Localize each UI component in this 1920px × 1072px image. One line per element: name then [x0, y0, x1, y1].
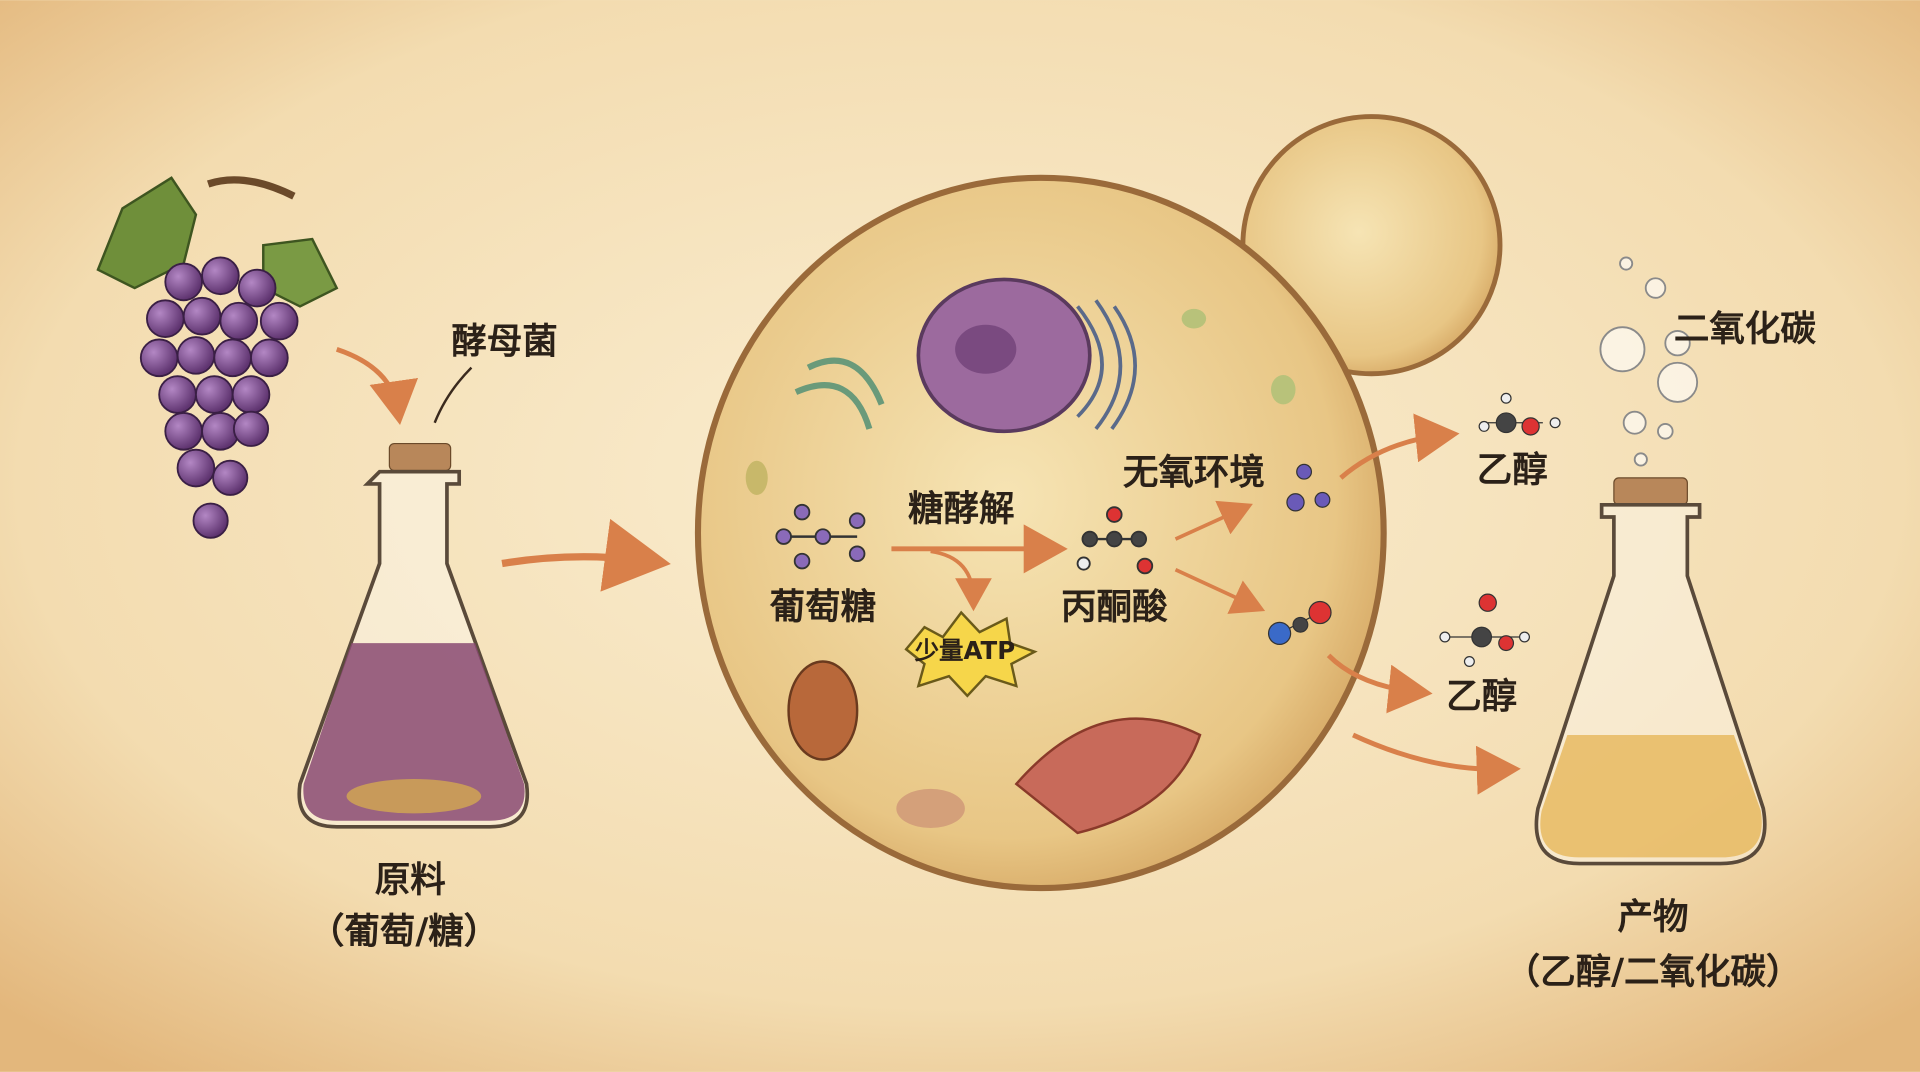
atp-branch-arrow	[930, 549, 992, 612]
grape-to-flask-arrow	[335, 346, 419, 426]
pyruvate-down-arrow	[1174, 568, 1266, 614]
pyruvate-molecule-icon	[1076, 506, 1154, 575]
glucose-label: 葡萄糖	[770, 587, 877, 628]
to-ethanol-2-arrow	[1326, 653, 1433, 714]
intermediate-molecule-icon	[1286, 463, 1331, 512]
flask-to-cell-arrow	[501, 518, 671, 592]
atp-label: 少量ATP	[914, 636, 1016, 665]
yeast-pointer-arrow	[433, 366, 473, 424]
raw-material-flask	[297, 442, 530, 829]
co2-label: 二氧化碳	[1674, 309, 1817, 350]
yeast-label: 酵母菌	[451, 321, 558, 362]
ethanol-molecule-icon-1	[1478, 392, 1561, 436]
pyruvate-up-arrow	[1174, 500, 1253, 541]
glucose-molecule-icon	[775, 503, 866, 570]
raw-material-label: 原料	[375, 860, 446, 901]
to-product-flask-arrow	[1352, 732, 1521, 795]
glycolysis-label: 糖酵解	[908, 489, 1015, 530]
co2-bubbles	[1599, 256, 1699, 467]
ethanol-molecule-icon-2	[1439, 593, 1531, 668]
product-flask	[1534, 477, 1767, 866]
raw-material-detail: （葡萄/糖）	[309, 911, 499, 952]
pyruvate-label: 丙酮酸	[1061, 587, 1168, 628]
co2-molecule-icon	[1267, 600, 1332, 645]
product-detail: （乙醇/二氧化碳）	[1505, 952, 1802, 993]
product-label: 产物	[1618, 896, 1689, 937]
grape-cluster-illustration	[96, 176, 339, 539]
atp-starburst	[904, 610, 1038, 698]
ethanol-label-1: 乙醇	[1477, 450, 1548, 491]
ethanol-label-2: 乙醇	[1446, 676, 1517, 717]
anaerobic-label: 无氧环境	[1123, 452, 1265, 493]
to-ethanol-1-arrow	[1339, 413, 1460, 480]
